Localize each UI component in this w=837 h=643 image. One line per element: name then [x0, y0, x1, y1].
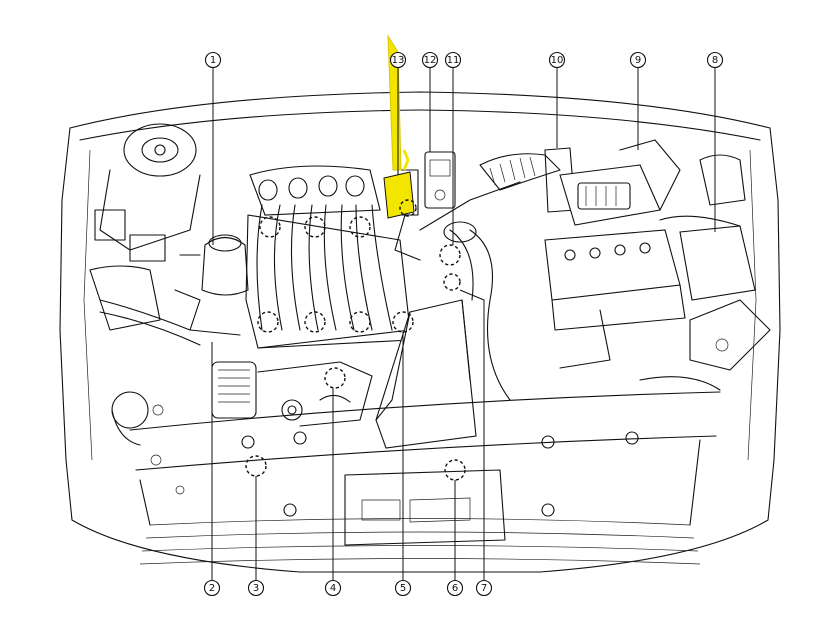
- callout-ring: [444, 51, 462, 69]
- callout-2: 2: [203, 579, 221, 597]
- callout-13: 13: [389, 51, 407, 69]
- front-grille: [139, 469, 701, 565]
- callout-ring: [247, 579, 265, 597]
- relay-box-8: [659, 215, 756, 301]
- right-side: [639, 154, 771, 391]
- callout-3: 3: [247, 579, 265, 597]
- battery: [544, 229, 686, 369]
- callout-12: 12: [421, 51, 439, 69]
- callout-label: 11: [447, 55, 460, 66]
- left-components: [89, 265, 201, 495]
- callout-ring: [324, 579, 342, 597]
- intake-manifold: [245, 165, 411, 349]
- alternator: [211, 361, 373, 427]
- callout-label: 5: [400, 583, 406, 594]
- callout-ring: [394, 579, 412, 597]
- callout-ring: [548, 51, 566, 69]
- callout-ring: [389, 51, 407, 69]
- callout-7: 7: [475, 579, 493, 597]
- callout-label: 10: [551, 55, 564, 66]
- left-strut-tower: [94, 123, 201, 262]
- air-cleaner: [559, 139, 681, 226]
- callout-ring: [421, 51, 439, 69]
- callout-label: 4: [330, 583, 336, 594]
- coolant-reservoir: [174, 234, 249, 336]
- callout-label: 8: [712, 55, 718, 66]
- callout-8: 8: [706, 51, 724, 69]
- callout-1: 1: [204, 51, 222, 69]
- callout-11: 11: [444, 51, 462, 69]
- callout-label: 1: [210, 55, 216, 66]
- callout-9: 9: [629, 51, 647, 69]
- body-outline: [59, 91, 781, 573]
- leader-lines: [211, 68, 716, 580]
- callout-label: 13: [392, 55, 405, 66]
- callout-ring: [629, 51, 647, 69]
- callout-ring: [446, 579, 464, 597]
- callout-ring: [203, 579, 221, 597]
- callout-label: 6: [452, 583, 458, 594]
- intake-hose: [479, 147, 576, 213]
- callout-5: 5: [394, 579, 412, 597]
- air-intake-duct: [375, 181, 521, 449]
- callout-4: 4: [324, 579, 342, 597]
- callout-label: 3: [253, 583, 259, 594]
- location-markers: [245, 199, 466, 481]
- callout-ring: [706, 51, 724, 69]
- callout-label: 12: [424, 55, 437, 66]
- callout-6: 6: [446, 579, 464, 597]
- callout-10: 10: [548, 51, 566, 69]
- callout-label: 2: [209, 583, 215, 594]
- radiator-support: [129, 391, 721, 526]
- callout-ring: [475, 579, 493, 597]
- callout-ring: [204, 51, 222, 69]
- callout-label: 9: [635, 55, 641, 66]
- callout-label: 7: [481, 583, 487, 594]
